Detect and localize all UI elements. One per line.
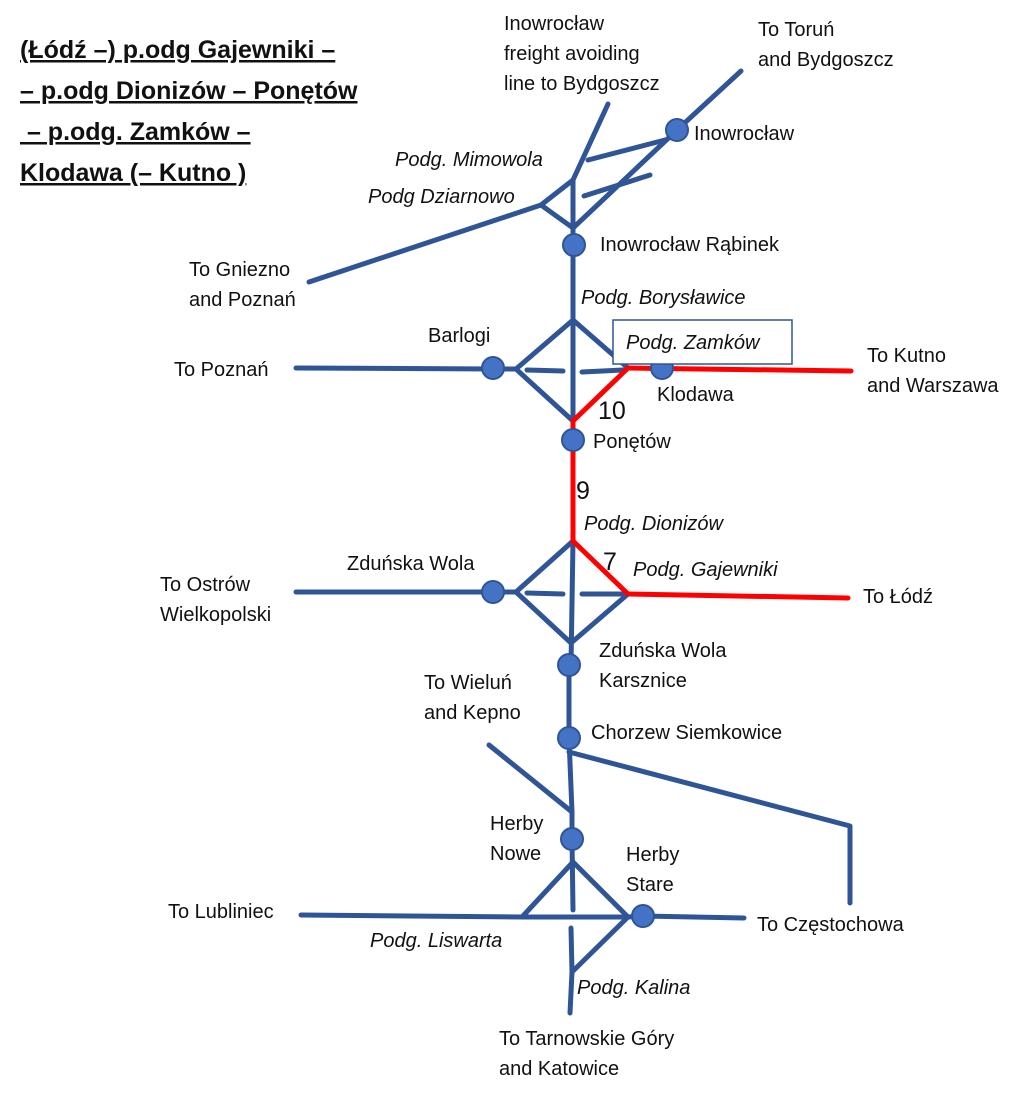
station-herby-nowe — [560, 827, 584, 851]
label-chorzew-siemkowice: Chorzew Siemkowice — [591, 722, 782, 744]
label-to-lodz: To Łódź — [863, 586, 933, 608]
line-diamond-cross-east — [579, 367, 626, 375]
label-herby-nowe-1: Herby — [490, 813, 543, 835]
label-to-ostrow-1: To Ostrów — [160, 574, 251, 596]
segment-number-9: 9 — [576, 477, 590, 505]
label-to-czestochowa: To Częstochowa — [757, 914, 905, 936]
label-podg-dziarnowo: Podg Dziarnowo — [368, 186, 515, 208]
line-herby-to-kalina — [569, 914, 631, 975]
station-herby-stare — [631, 904, 655, 928]
station-ponetow — [561, 428, 585, 452]
line-to-torun — [674, 68, 744, 133]
line-inowroclaw-south — [570, 127, 680, 231]
line-zdunska-diamond-bottom-right — [568, 591, 631, 646]
label-to-poznan: To Poznań — [174, 359, 269, 381]
label-to-kutno-2: and Warszawa — [867, 375, 999, 397]
line-herby-south-stub — [568, 925, 575, 975]
line-to-gniezno — [306, 202, 544, 285]
station-inowroclaw-rabinek — [562, 233, 586, 257]
label-klodawa: Klodawa — [657, 384, 735, 406]
line-herby-diamond-right — [570, 859, 631, 920]
label-podg-dionizow: Podg. Dionizów — [584, 513, 725, 535]
title-line-2: – p.odg Dionizów – Ponętów — [20, 77, 358, 105]
labels: Inowrocław freight avoiding line to Bydg… — [160, 13, 999, 1080]
line-dziarnowo-link — [538, 202, 576, 231]
label-to-kutno-1: To Kutno — [867, 345, 946, 367]
label-inowroclaw-freight-2: freight avoiding — [504, 43, 640, 65]
route-ponetow-to-zamkow — [570, 365, 631, 424]
route-dionizow-to-gajewniki — [570, 538, 631, 597]
label-to-gniezno-2: and Poznań — [189, 289, 296, 311]
label-to-tarnowskie-2: and Katowice — [499, 1058, 619, 1080]
title-line-4: Klodawa (– Kutno ) — [20, 159, 246, 187]
label-ponetow: Ponętów — [593, 431, 671, 453]
label-to-gniezno-1: To Gniezno — [189, 259, 290, 281]
segment-number-7: 7 — [603, 548, 617, 576]
label-to-lubliniec: To Lubliniec — [168, 901, 274, 923]
station-zdunska-wola — [481, 580, 505, 604]
title-line-1: (Łódź –) p.odg Gajewniki – — [20, 36, 335, 64]
line-zdunska-diamond-bottom-left — [513, 589, 574, 646]
label-herby-stare-2: Stare — [626, 874, 674, 896]
label-to-wielun-1: To Wieluń — [424, 672, 512, 694]
title-line-3: – p.odg. Zamków – — [20, 118, 251, 146]
line-zdunska-vertical — [568, 538, 576, 668]
line-zdunska-cross-west — [524, 590, 566, 597]
label-zdunska-wola-karsznice-1: Zduńska Wola — [599, 640, 727, 662]
label-herby-nowe-2: Nowe — [490, 843, 541, 865]
station-barlogi — [481, 356, 505, 380]
label-to-torun-2: and Bydgoszcz — [758, 49, 894, 71]
label-herby-stare-1: Herby — [626, 844, 679, 866]
station-zdunska-wola-karsznice — [557, 653, 581, 677]
label-to-tarnowskie-1: To Tarnowskie Góry — [499, 1028, 674, 1050]
line-to-lubliniec — [298, 912, 631, 920]
label-inowroclaw-freight-3: line to Bydgoszcz — [504, 73, 660, 95]
label-podg-liswarta: Podg. Liswarta — [370, 930, 502, 952]
line-to-tarnowskie — [567, 969, 575, 1016]
line-mimowola-curve — [585, 137, 668, 163]
route-gajewniki-to-lodz — [625, 591, 851, 601]
label-podg-boryslawice: Podg. Borysławice — [581, 287, 746, 309]
label-inowroclaw-freight-1: Inowrocław — [504, 13, 605, 35]
segment-number-10: 10 — [598, 397, 626, 425]
label-podg-kalina: Podg. Kalina — [577, 977, 690, 999]
label-barlogi: Barlogi — [428, 325, 490, 347]
podg-zamkow-box — [612, 319, 793, 365]
label-to-ostrow-2: Wielkopolski — [160, 604, 271, 626]
diagram-title: (Łódź –) p.odg Gajewniki – – p.odg Dioni… — [20, 36, 358, 187]
line-diamond-top-left — [513, 317, 576, 372]
label-to-wielun-2: and Kepno — [424, 702, 521, 724]
station-inowroclaw — [665, 118, 689, 142]
label-podg-gajewniki: Podg. Gajewniki — [633, 559, 778, 581]
line-herby-diamond-left — [519, 859, 576, 920]
label-podg-zamkow: Podg. Zamków — [626, 332, 761, 354]
station-chorzew-siemkowice — [557, 726, 581, 750]
label-zdunska-wola-karsznice-2: Karsznice — [599, 670, 687, 692]
line-to-czestochowa-loop — [566, 749, 853, 906]
line-diamond-cross-west — [524, 367, 566, 374]
network-lines — [293, 68, 853, 1016]
label-inowroclaw-rabinek: Inowrocław Rąbinek — [600, 234, 780, 256]
line-diamond-bottom-left — [513, 366, 576, 424]
label-zdunska-wola: Zduńska Wola — [347, 553, 475, 575]
label-to-torun-1: To Toruń — [758, 19, 834, 41]
line-zdunska-diamond-top-left — [513, 538, 576, 595]
line-to-wielun — [486, 742, 575, 815]
label-podg-mimowola: Podg. Mimowola — [395, 149, 543, 171]
line-dziarnowo-curve — [538, 177, 576, 208]
line-dziarnowo-dash — [581, 172, 653, 199]
label-inowroclaw: Inowrocław — [694, 123, 795, 145]
